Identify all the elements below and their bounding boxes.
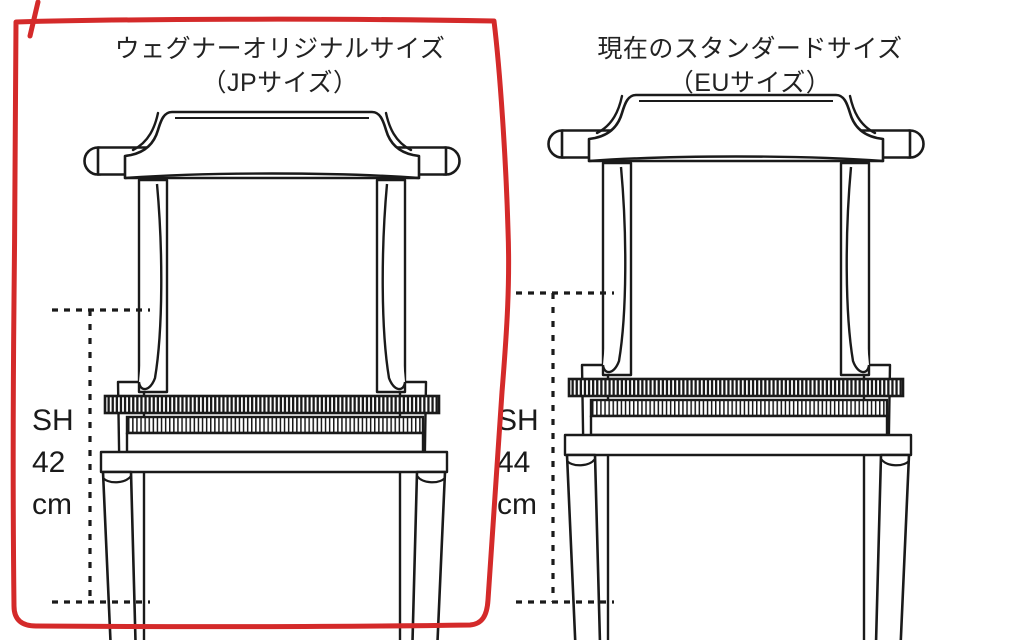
- title-left-line2: （JPサイズ）: [201, 69, 359, 97]
- title-left-chair: ウェグナーオリジナルサイズ （JPサイズ）: [60, 32, 500, 100]
- seat-height-label-left: SH 42 cm: [32, 400, 74, 526]
- sh-abbrev-right: SH: [497, 404, 539, 437]
- sh-unit-right: cm: [497, 488, 537, 521]
- title-right-line2: （EUサイズ）: [668, 69, 832, 97]
- title-right-chair: 現在のスタンダードサイズ （EUサイズ）: [540, 32, 960, 100]
- sh-value-right: 44: [497, 446, 531, 479]
- title-right-line1: 現在のスタンダードサイズ: [597, 35, 903, 63]
- seat-height-label-right: SH 44 cm: [497, 400, 539, 526]
- sh-unit-left: cm: [32, 488, 72, 521]
- title-left-line1: ウェグナーオリジナルサイズ: [114, 35, 446, 63]
- sh-value-left: 42: [32, 446, 66, 479]
- dimension-right: [516, 291, 614, 604]
- sh-abbrev-left: SH: [32, 404, 74, 437]
